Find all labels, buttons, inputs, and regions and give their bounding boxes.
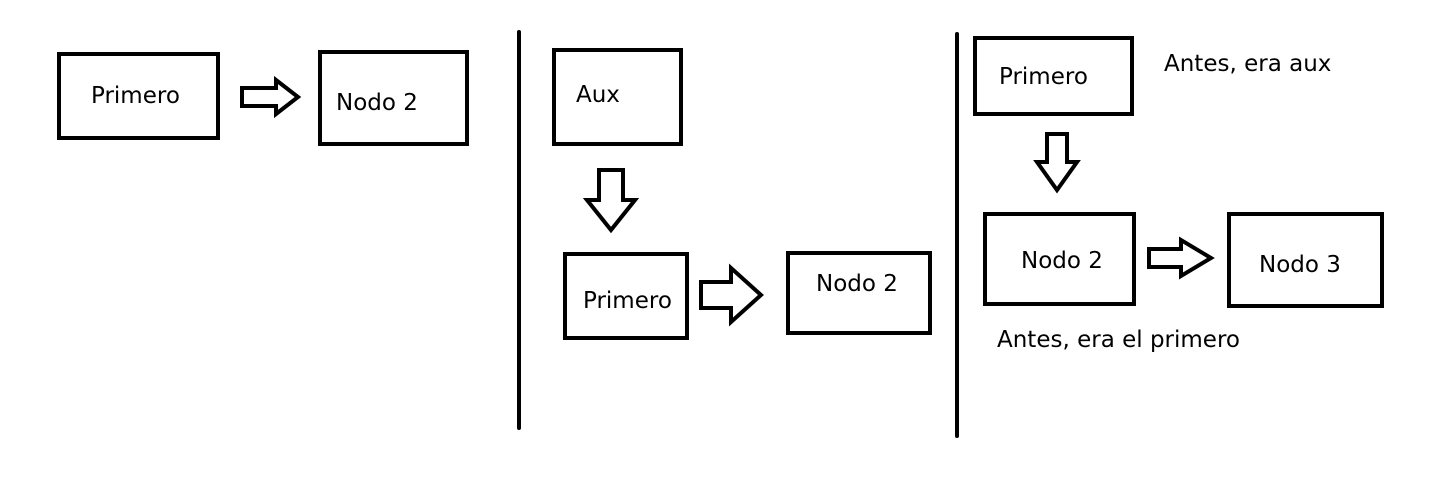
panel3-right-arrow-icon (1147, 236, 1215, 280)
panel3-nodo3-node: Nodo 3 (1227, 212, 1384, 308)
panel1-primero-label: Primero (91, 83, 180, 109)
panel2-nodo2-label: Nodo 2 (816, 271, 898, 297)
panel2-right-arrow-icon (699, 263, 764, 327)
panel3-down-arrow-icon (1033, 132, 1081, 194)
panel3-note-second: Antes, era el primero (997, 327, 1240, 353)
panel3-nodo2-node: Nodo 2 (983, 212, 1136, 306)
panel-divider-left (517, 30, 521, 430)
panel2-nodo2-node: Nodo 2 (786, 251, 932, 335)
panel-divider-right (955, 32, 959, 438)
panel2-primero-node: Primero (563, 252, 689, 340)
panel2-aux-node: Aux (552, 48, 683, 146)
panel1-primero-node: Primero (57, 52, 220, 140)
panel1-nodo2-label: Nodo 2 (336, 90, 418, 116)
panel1-nodo2-node: Nodo 2 (318, 50, 469, 146)
panel3-nodo2-label: Nodo 2 (1021, 248, 1103, 274)
panel3-primero-node: Primero (973, 36, 1134, 116)
panel1-right-arrow-icon (240, 75, 302, 119)
panel3-note-first: Antes, era aux (1164, 51, 1332, 77)
panel2-aux-label: Aux (576, 82, 620, 108)
panel3-primero-label: Primero (999, 64, 1088, 90)
panel3-nodo3-label: Nodo 3 (1259, 252, 1341, 278)
panel2-primero-label: Primero (583, 288, 672, 314)
panel2-down-arrow-icon (582, 168, 640, 234)
